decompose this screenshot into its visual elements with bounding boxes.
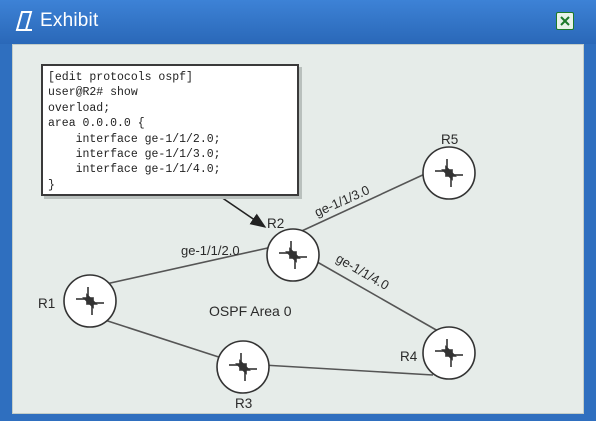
window-titlebar: Exhibit <box>0 0 596 44</box>
config-line: interface ge-1/1/4.0; <box>48 163 221 177</box>
router-icon <box>435 339 463 367</box>
link-r1-r2 <box>78 244 282 291</box>
network-diagram: ge-1/1/2.0 ge-1/1/3.0 ge-1/1/4.0 OSPF Ar… <box>38 132 476 411</box>
router-label-r5: R5 <box>441 132 458 147</box>
config-line: area 0.0.0.0 { <box>48 117 145 131</box>
config-line: user@R2# show <box>48 86 138 100</box>
title-group: Exhibit <box>14 10 98 32</box>
router-r2 <box>266 228 320 282</box>
router-label-r4: R4 <box>400 349 418 364</box>
callout-arrow <box>220 196 267 228</box>
config-line: overload; <box>48 101 111 115</box>
router-r4 <box>422 326 476 380</box>
link-label-r2-r4: ge-1/1/4.0 <box>334 251 392 293</box>
link-r2-r5 <box>292 172 428 236</box>
router-r1 <box>63 274 117 328</box>
window-title: Exhibit <box>40 10 99 31</box>
link-r3-r4 <box>262 364 434 376</box>
link-label-r1-r2: ge-1/1/2.0 <box>181 243 240 258</box>
exhibit-content: ge-1/1/2.0 ge-1/1/3.0 ge-1/1/4.0 OSPF Ar… <box>12 44 584 414</box>
config-line: [edit protocols ospf] <box>48 71 193 84</box>
router-icon <box>279 241 307 269</box>
config-line: interface ge-1/1/3.0; <box>48 148 221 162</box>
config-line: } <box>48 178 55 192</box>
close-button[interactable] <box>556 12 574 30</box>
link-label-r2-r5: ge-1/1/3.0 <box>312 182 372 220</box>
router-label-r2: R2 <box>267 216 284 231</box>
config-line: interface ge-1/1/2.0; <box>48 132 221 146</box>
router-r3 <box>216 340 270 394</box>
router-icon <box>76 287 104 315</box>
router-icon <box>229 353 257 381</box>
area-label: OSPF Area 0 <box>209 303 292 319</box>
router-label-r1: R1 <box>38 296 55 311</box>
router-icon <box>435 159 463 187</box>
router-r5 <box>422 146 476 200</box>
exhibit-icon <box>15 11 33 31</box>
close-icon <box>560 16 570 26</box>
link-r2-r4 <box>304 254 446 336</box>
router-label-r3: R3 <box>235 396 252 411</box>
